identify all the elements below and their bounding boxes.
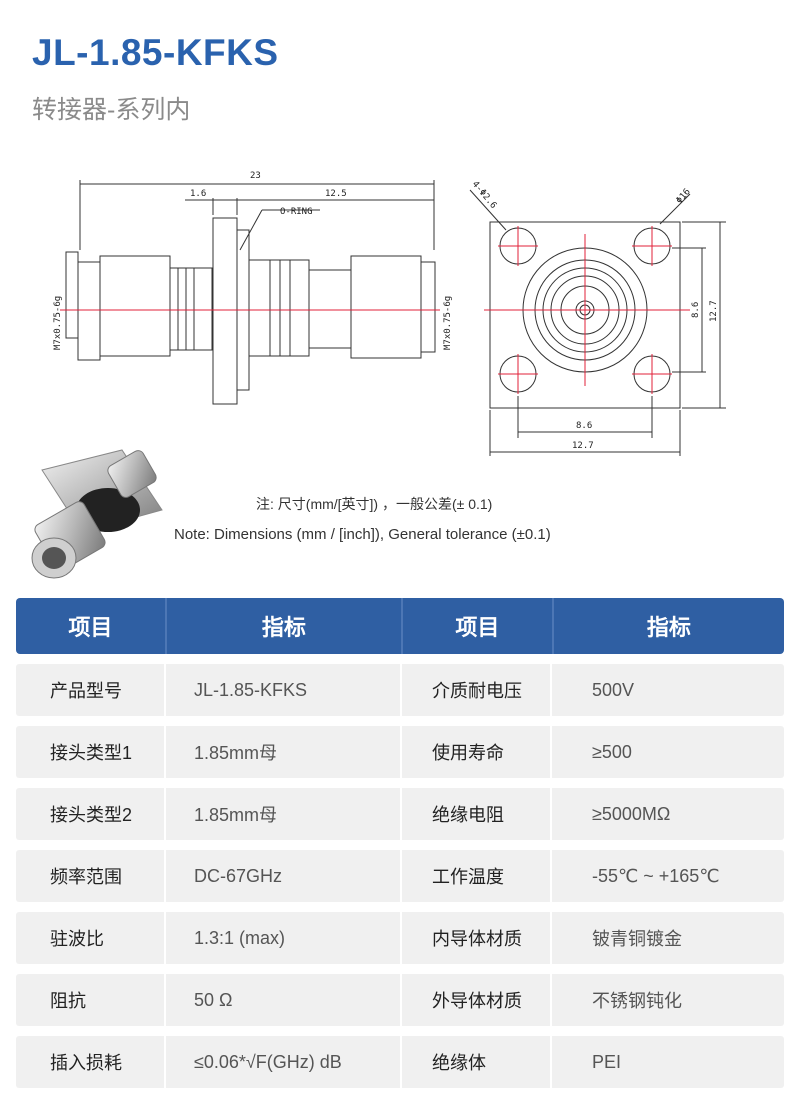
spec-key: 绝缘体 (402, 1036, 552, 1088)
spec-value: 不锈钢钝化 (592, 991, 682, 1011)
spec-value: 1.85mm母 (166, 726, 402, 778)
v-outer-dim: 12.7 (709, 300, 719, 322)
table-row: 驻波比 1.3:1 (max) 内导体材质 铍青铜镀金 (16, 912, 784, 964)
dim-total: 23 (250, 171, 261, 181)
spec-key: 产品型号 (16, 664, 166, 716)
table-row: 接头类型2 1.85mm母 绝缘电阻 ≥5000MΩ (16, 788, 784, 840)
spec-key: 阻抗 (16, 974, 166, 1026)
table-header: 项目 指标 项目 指标 (16, 598, 784, 654)
spec-value: 500V (592, 679, 635, 700)
spec-key: 外导体材质 (402, 974, 552, 1026)
spec-value: 铍青铜镀金 (592, 929, 682, 949)
spec-key: 介质耐电压 (402, 664, 552, 716)
header-value-2: 指标 (646, 615, 691, 640)
spec-key: 接头类型1 (16, 726, 166, 778)
header-item-1: 项目 (16, 598, 167, 654)
thread-right: M7x0.75-6g (443, 296, 453, 350)
spec-value: DC-67GHz (166, 850, 402, 902)
header-value-1: 指标 (167, 598, 403, 654)
spec-value: 50 Ω (166, 974, 402, 1026)
thread-left: M7x0.75-6g (53, 296, 63, 350)
spec-key: 插入损耗 (16, 1036, 166, 1088)
spec-key: 内导体材质 (402, 912, 552, 964)
dim-flange: 1.6 (190, 189, 206, 199)
dim-body: 12.5 (325, 189, 347, 199)
spec-key: 接头类型2 (16, 788, 166, 840)
table-row: 插入损耗 ≤0.06*√F(GHz) dB 绝缘体 PEI (16, 1036, 784, 1088)
spec-value: 1.3:1 (max) (166, 912, 402, 964)
pcd-dim: Φ16 (675, 187, 693, 206)
h-outer-dim: 12.7 (572, 441, 594, 451)
spec-table: 项目 指标 项目 指标 产品型号 JL-1.85-KFKS 介质耐电压 500V… (16, 598, 784, 1088)
note-cn: 注: 尺寸(mm/[英寸]) ，一般公差(± 0.1) (256, 496, 493, 512)
table-row: 阻抗 50 Ω 外导体材质 不锈钢钝化 (16, 974, 784, 1026)
page-title: JL-1.85-KFKS (32, 32, 279, 73)
v-inner-dim: 8.6 (691, 302, 701, 318)
spec-key: 工作温度 (402, 850, 552, 902)
page-subtitle: 转接器-系列内 (32, 96, 191, 124)
spec-value: 1.85mm母 (166, 788, 402, 840)
note-en: Note: Dimensions (mm / [inch]), General … (174, 526, 551, 543)
spec-value: ≥500 (592, 741, 632, 762)
technical-drawing: 23 1.6 12.5 O-RING M7x0.75-6g M7x0.75-6g… (53, 171, 726, 456)
table-row: 产品型号 JL-1.85-KFKS 介质耐电压 500V (16, 664, 784, 716)
spec-value: JL-1.85-KFKS (166, 664, 402, 716)
spec-key: 频率范围 (16, 850, 166, 902)
spec-key: 使用寿命 (402, 726, 552, 778)
spec-value: PEI (592, 1051, 622, 1072)
spec-value: ≥5000MΩ (592, 803, 671, 824)
header-item-2: 项目 (403, 598, 554, 654)
spec-key: 绝缘电阻 (402, 788, 552, 840)
oring-label: O-RING (280, 207, 313, 217)
spec-key: 驻波比 (16, 912, 166, 964)
product-photo (31, 449, 163, 579)
h-inner-dim: 8.6 (576, 421, 592, 431)
table-row: 频率范围 DC-67GHz 工作温度 -55℃ ~ +165℃ (16, 850, 784, 902)
spec-value: -55℃ ~ +165℃ (592, 865, 720, 886)
table-row: 接头类型1 1.85mm母 使用寿命 ≥500 (16, 726, 784, 778)
spec-value: ≤0.06*√F(GHz) dB (166, 1036, 402, 1088)
